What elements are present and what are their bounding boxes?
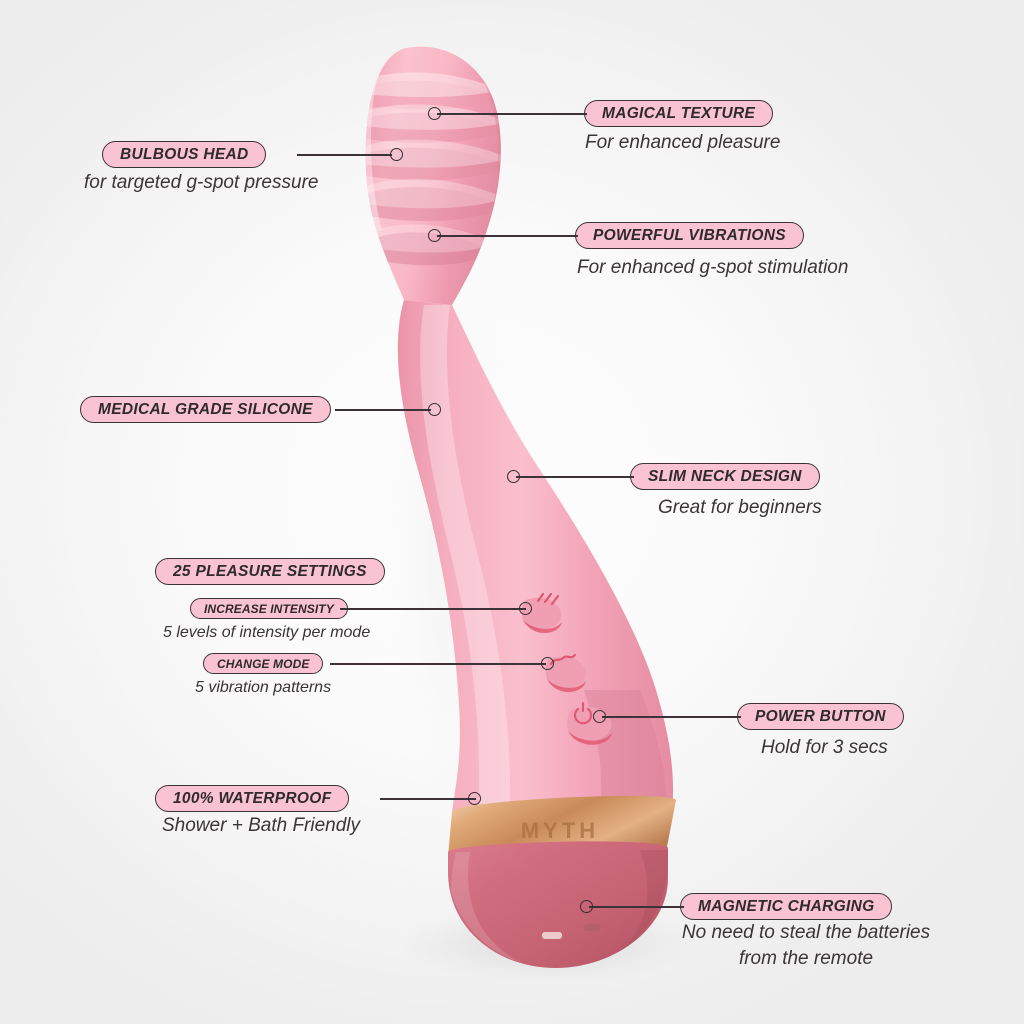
wave-pattern-icon [549,653,577,666]
callout-pill-waterproof[interactable]: 100% WATERPROOF [155,785,350,812]
callout-desc-power-button: Hold for 3 secs [761,737,888,758]
connector-line-magnetic-charging [589,906,684,908]
connector-dot-medical-grade-silicone [428,403,441,416]
callout-title: MAGNETIC CHARGING [698,897,875,915]
callout-desc-increase-intensity: 5 levels of intensity per mode [163,624,371,641]
callout-pill-magnetic-charging[interactable]: MAGNETIC CHARGING [680,893,893,920]
callout-desc-powerful-vibrations: For enhanced g-spot stimulation [577,257,849,278]
brand-engraving: MYTH [521,818,599,843]
power-symbol-icon [573,701,593,725]
connector-dot-slim-neck-design [507,470,520,483]
callout-title: BULBOUS HEAD [120,145,249,163]
product-base [448,841,668,968]
connector-line-medical-grade-silicone [335,409,431,411]
callout-pill-power-button[interactable]: POWER BUTTON [737,703,904,730]
callout-title: POWERFUL VIBRATIONS [593,226,786,244]
callout-pill-slim-neck-design[interactable]: SLIM NECK DESIGN [630,463,820,490]
callout-desc-change-mode: 5 vibration patterns [195,679,332,696]
connector-dot-change-mode [541,657,554,670]
callout-desc-magical-texture: For enhanced pleasure [585,132,781,153]
connector-dot-powerful-vibrations [428,229,441,242]
mode-button [545,653,587,693]
callout-title: INCREASE INTENSITY [204,601,334,616]
callout-pill-change-mode[interactable]: CHANGE MODE [203,653,324,674]
product-shaft [397,300,674,812]
callout-title: 100% WATERPROOF [173,789,332,807]
connector-line-powerful-vibrations [437,235,578,237]
connector-line-power-button [602,716,741,718]
connector-dot-increase-intensity [519,602,532,615]
connector-dot-magnetic-charging [580,900,593,913]
connector-dot-waterproof [468,792,481,805]
callout-desc-magnetic-charging: No need to steal the batteries from the … [681,922,931,969]
callout-title: SLIM NECK DESIGN [648,467,802,485]
connector-dot-power-button [593,710,606,723]
connector-line-bulbous-head [297,154,392,156]
callout-desc-bulbous-head: for targeted g-spot pressure [84,172,319,193]
charging-contact-left [542,932,562,939]
callout-title: MAGICAL TEXTURE [602,104,756,122]
callout-title: POWER BUTTON [755,707,886,725]
callout-pill-powerful-vibrations[interactable]: POWERFUL VIBRATIONS [575,222,804,249]
signal-waves-icon [536,592,560,606]
callout-pill-increase-intensity[interactable]: INCREASE INTENSITY [190,598,348,619]
callout-pill-magical-texture[interactable]: MAGICAL TEXTURE [584,100,774,127]
charging-contact-right [584,924,600,931]
connector-line-change-mode [330,663,546,665]
callout-title: CHANGE MODE [217,656,310,671]
connector-dot-magical-texture [428,107,441,120]
callout-pill-medical-grade-silicone[interactable]: MEDICAL GRADE SILICONE [80,396,331,423]
callout-desc-waterproof: Shower + Bath Friendly [162,815,361,836]
callout-title: 25 PLEASURE SETTINGS [173,562,367,580]
connector-line-slim-neck-design [516,476,634,478]
callout-title: MEDICAL GRADE SILICONE [98,400,313,418]
connector-line-increase-intensity [340,608,526,610]
callout-desc-slim-neck-design: Great for beginners [658,497,822,518]
connector-dot-bulbous-head [390,148,403,161]
connector-line-magical-texture [437,113,587,115]
callout-pill-bulbous-head[interactable]: BULBOUS HEAD [102,141,267,168]
connector-line-waterproof [380,798,476,800]
callout-pill-pleasure-settings[interactable]: 25 PLEASURE SETTINGS [155,558,385,585]
